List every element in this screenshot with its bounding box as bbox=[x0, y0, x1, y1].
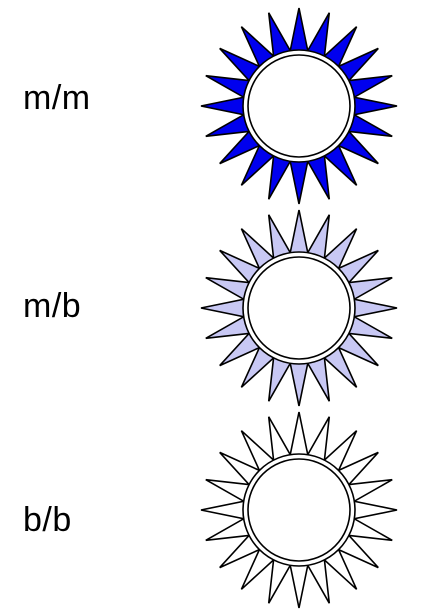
sun-disc-inner-ring bbox=[248, 459, 350, 561]
genotype-row-mm: m/m bbox=[0, 4, 438, 204]
sun-icon bbox=[197, 408, 401, 612]
genotype-label: m/m bbox=[23, 78, 91, 118]
genotype-label: m/b bbox=[23, 286, 81, 326]
sun-disc-inner-ring bbox=[248, 55, 350, 157]
genotype-row-bb: b/b bbox=[0, 408, 438, 608]
sun-icon bbox=[197, 206, 401, 410]
sun-disc-inner-ring bbox=[248, 257, 350, 359]
genotype-row-mb: m/b bbox=[0, 206, 438, 406]
genotype-label: b/b bbox=[23, 500, 72, 540]
sun-icon bbox=[197, 4, 401, 208]
